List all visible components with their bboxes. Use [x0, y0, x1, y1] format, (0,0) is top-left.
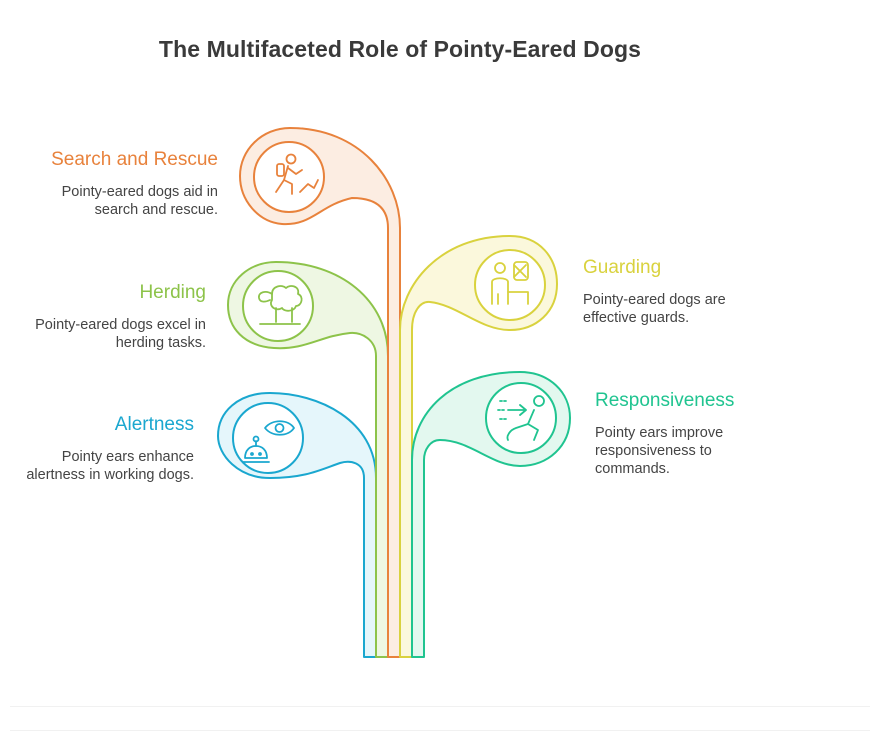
alertness-icon-ring [232, 402, 304, 474]
desc-line: alertness in working dogs. [26, 467, 194, 483]
bg-line-bottom [10, 706, 870, 707]
desc-line: Pointy ears enhance [61, 449, 194, 465]
guarding-icon-ring [474, 249, 546, 321]
desc-line: Pointy ears improve [595, 425, 724, 441]
item-description: Pointy-eared dogs excel in herding tasks… [35, 316, 206, 352]
fast-response-icon [497, 395, 545, 441]
item-description: Pointy-eared dogs are effective guards. [583, 291, 726, 327]
sheep-icon [258, 285, 303, 325]
eye-robot-icon [242, 420, 295, 463]
hiker-climbing-icon [275, 153, 319, 195]
item-description: Pointy ears improve responsiveness to co… [595, 424, 734, 478]
diagram-title: The Multifaceted Role of Pointy-Eared Do… [158, 36, 642, 62]
desc-line: responsiveness to [595, 443, 712, 459]
item-heading: Alertness [114, 414, 194, 435]
search-rescue-icon-ring [253, 141, 325, 213]
item-alertness: Alertness Pointy ears enhance alertness … [26, 414, 194, 484]
item-heading: Guarding [583, 257, 662, 278]
item-description: Pointy ears enhance alertness in working… [26, 448, 194, 484]
item-heading: Herding [139, 282, 206, 303]
guard-icon [491, 261, 529, 305]
item-guarding: Guarding Pointy-eared dogs are effective… [583, 257, 726, 327]
item-herding: Herding Pointy-eared dogs excel in herdi… [35, 282, 206, 352]
item-search-rescue: Search and Rescue Pointy-eared dogs aid … [51, 149, 218, 219]
desc-line: Pointy-eared dogs aid in [61, 184, 218, 200]
desc-line: search and rescue. [94, 202, 218, 218]
desc-line: herding tasks. [115, 335, 206, 351]
desc-line: Pointy-eared dogs are [583, 292, 726, 308]
desc-line: effective guards. [583, 310, 690, 326]
desc-line: commands. [595, 461, 670, 477]
item-heading: Responsiveness [595, 390, 735, 411]
item-heading: Search and Rescue [51, 149, 218, 170]
responsiveness-icon-ring [485, 382, 557, 454]
bg-line-bottom-2 [10, 730, 870, 731]
item-responsiveness: Responsiveness Pointy ears improve respo… [595, 390, 734, 478]
desc-line: Pointy-eared dogs excel in [35, 317, 206, 333]
item-description: Pointy-eared dogs aid in search and resc… [51, 183, 218, 219]
herding-icon-ring [242, 270, 314, 342]
